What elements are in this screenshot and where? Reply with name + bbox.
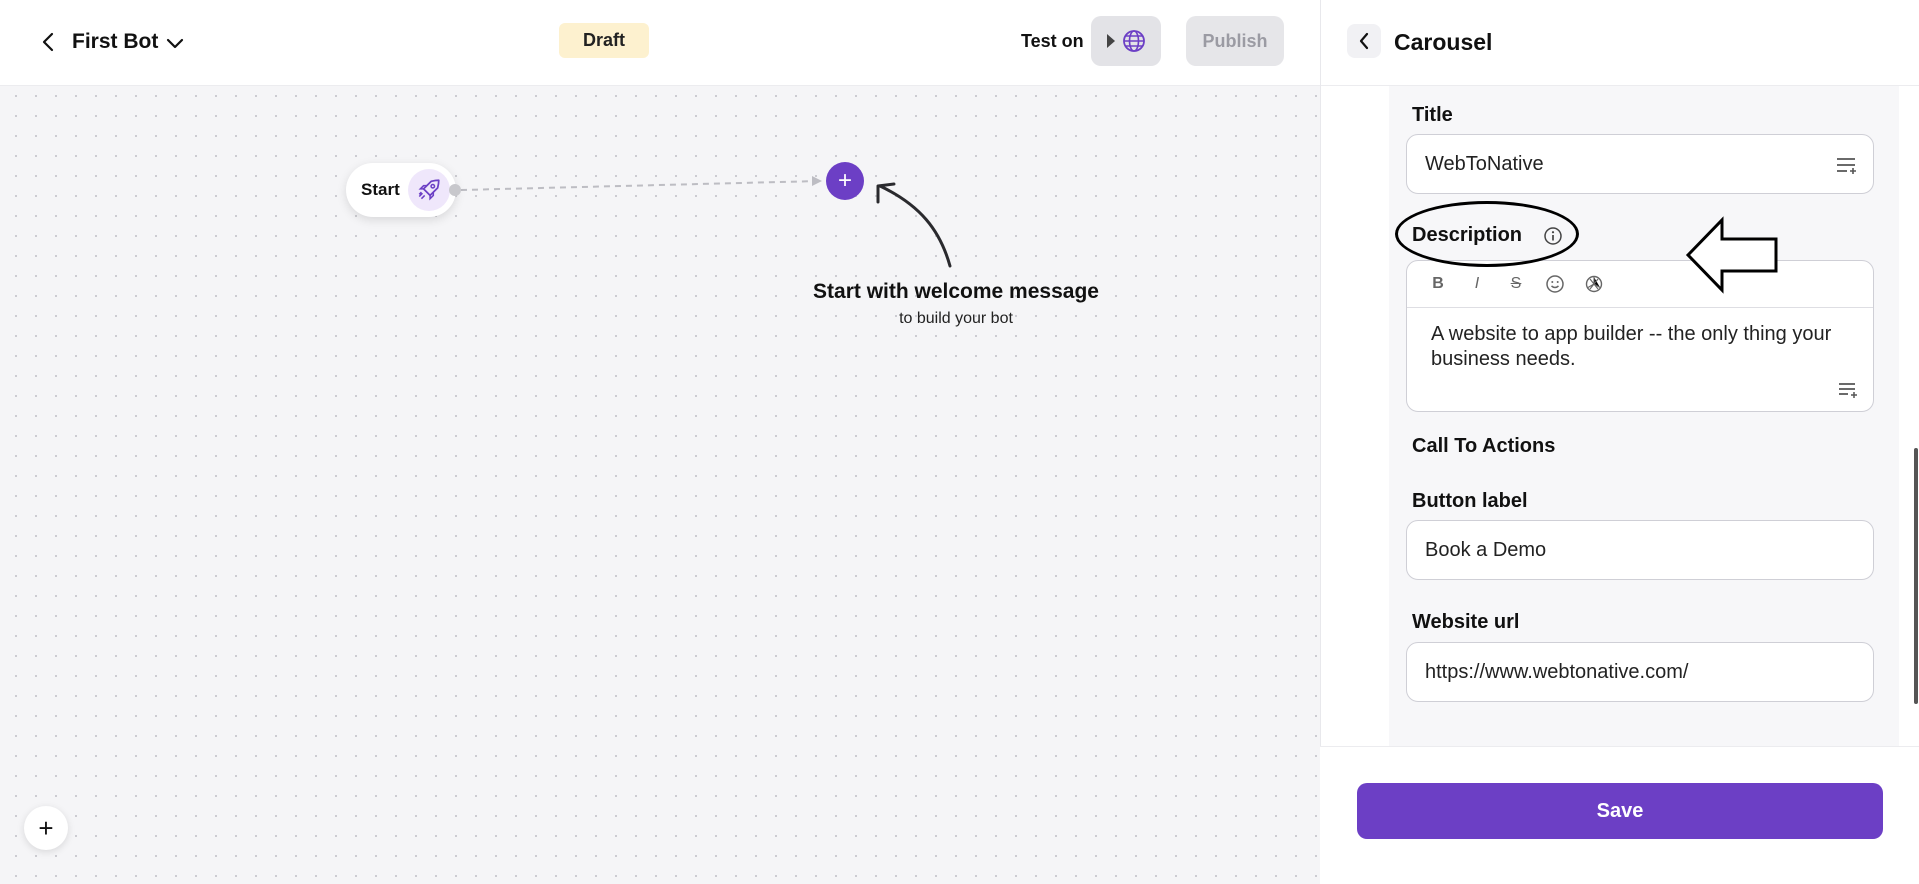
- bot-name[interactable]: First Bot: [72, 30, 159, 53]
- chevron-left-icon: [1359, 32, 1369, 50]
- canvas-add-button[interactable]: +: [24, 806, 68, 850]
- panel-header: Carousel: [1321, 0, 1919, 86]
- title-input[interactable]: WebToNative: [1406, 134, 1874, 194]
- description-editor[interactable]: B I S A website to app builder -- the on…: [1406, 260, 1874, 412]
- description-toolbar: B I S: [1407, 261, 1873, 308]
- panel-footer: Save: [1320, 746, 1919, 884]
- italic-icon[interactable]: I: [1474, 275, 1480, 292]
- variable-insert-icon[interactable]: [1837, 381, 1859, 399]
- welcome-subtitle: to build your bot: [899, 310, 1013, 327]
- button-label-value: Book a Demo: [1425, 538, 1547, 561]
- title-field-label: Title: [1412, 104, 1453, 126]
- globe-icon: [1123, 30, 1145, 52]
- test-on-label: Test on: [1021, 31, 1084, 51]
- start-node[interactable]: Start: [346, 163, 456, 217]
- cta-section-label: Call To Actions: [1412, 435, 1556, 457]
- button-label-field-label: Button label: [1412, 490, 1528, 512]
- play-icon: [1107, 34, 1115, 48]
- add-node-button[interactable]: +: [826, 162, 864, 200]
- website-url-value: https://www.webtonative.com/: [1425, 660, 1689, 683]
- title-input-value: WebToNative: [1425, 152, 1544, 175]
- back-button[interactable]: [34, 28, 62, 56]
- status-badge: Draft: [559, 23, 649, 58]
- variable-insert-icon[interactable]: [1835, 155, 1859, 175]
- carousel-panel: Carousel Title WebToNative Description B…: [1320, 0, 1919, 884]
- welcome-title: Start with welcome message: [813, 280, 1099, 303]
- top-bar: First Bot Draft Test on Publish: [0, 0, 1320, 86]
- start-node-label: Start: [361, 180, 400, 199]
- rocket-icon: [408, 169, 450, 211]
- connection-line: [460, 176, 952, 268]
- welcome-hint: Start with welcome message to build your…: [776, 280, 1136, 328]
- website-url-field-label: Website url: [1412, 611, 1520, 633]
- test-on-web-button[interactable]: [1091, 16, 1161, 66]
- panel-title: Carousel: [1394, 29, 1493, 55]
- openai-icon[interactable]: [1583, 273, 1605, 295]
- strikethrough-icon[interactable]: S: [1510, 275, 1522, 292]
- chevron-down-icon: [166, 38, 184, 49]
- annotation-ellipse: [1395, 201, 1579, 267]
- panel-back-button[interactable]: [1347, 24, 1381, 58]
- website-url-input[interactable]: https://www.webtonative.com/: [1406, 642, 1874, 702]
- panel-scrollbar[interactable]: [1914, 448, 1918, 704]
- emoji-icon[interactable]: [1544, 273, 1566, 295]
- flow-canvas[interactable]: [0, 0, 1320, 884]
- start-node-output-port[interactable]: [449, 184, 461, 196]
- description-text[interactable]: A website to app builder -- the only thi…: [1431, 323, 1832, 370]
- chevron-left-icon: [42, 32, 54, 52]
- save-button[interactable]: Save: [1357, 783, 1883, 839]
- publish-button[interactable]: Publish: [1186, 16, 1284, 66]
- button-label-input[interactable]: Book a Demo: [1406, 520, 1874, 580]
- bot-dropdown-button[interactable]: [164, 32, 186, 54]
- bold-icon[interactable]: B: [1432, 275, 1444, 292]
- annotation-arrow-icon: [1685, 216, 1778, 294]
